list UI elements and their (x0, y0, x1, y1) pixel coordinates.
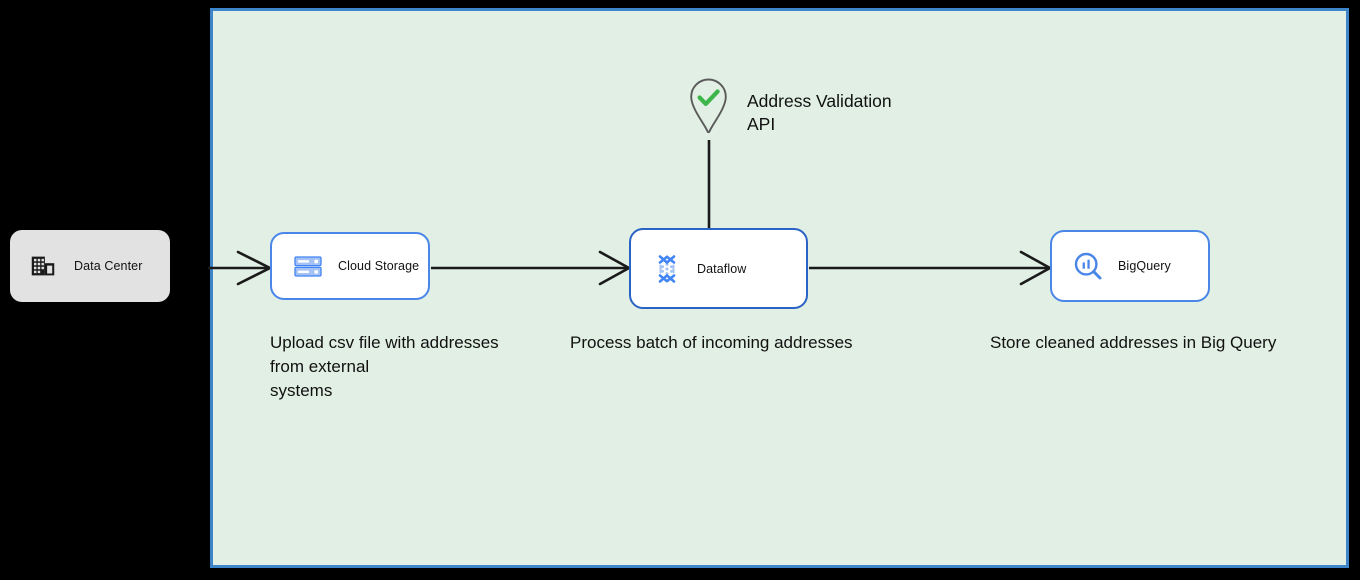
caption-bigquery: Store cleaned addresses in Big Query (990, 333, 1277, 352)
data-center-building-icon (28, 251, 58, 281)
node-bigquery-label: BigQuery (1118, 259, 1171, 273)
node-cloud-storage-label: Cloud Storage (338, 259, 420, 273)
node-address-validation-api-label: Address Validation API (747, 91, 892, 134)
node-bigquery[interactable]: BigQuery (1050, 230, 1210, 302)
map-pin-check-icon (686, 76, 731, 138)
cloud-storage-icon (292, 250, 324, 282)
node-data-center[interactable]: Data Center (10, 230, 170, 302)
caption-dataflow: Process batch of incoming addresses (570, 333, 853, 352)
caption-cloud-storage: Upload csv file with addresses from exte… (270, 333, 499, 400)
bigquery-icon (1072, 250, 1104, 282)
node-dataflow[interactable]: Dataflow (629, 228, 808, 309)
node-cloud-storage[interactable]: Cloud Storage (270, 232, 430, 300)
node-address-validation-api[interactable]: Address Validation API (686, 76, 892, 138)
node-data-center-label: Data Center (74, 259, 143, 273)
node-dataflow-label: Dataflow (697, 261, 747, 276)
dataflow-icon (651, 253, 683, 285)
